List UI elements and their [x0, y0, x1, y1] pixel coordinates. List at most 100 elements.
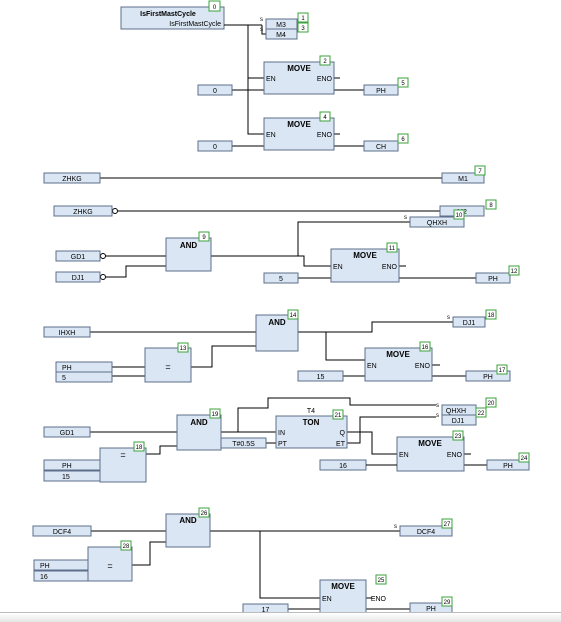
index-badge-label: 21 — [335, 413, 342, 419]
index-badge-label: 18 — [136, 445, 143, 451]
input-ihxh[interactable]: IHXH — [43, 326, 91, 338]
index-badge-label: 25 — [378, 578, 385, 584]
negation-circle — [100, 253, 106, 259]
move-block-title: MOVE — [418, 439, 442, 448]
input-5[interactable]: 5 — [55, 371, 113, 383]
move-input-value: 0 — [213, 88, 217, 95]
move-output-ph[interactable]: PH — [475, 272, 511, 284]
move-input-0[interactable]: 0 — [197, 84, 233, 96]
horizontal-scrollbar[interactable] — [0, 612, 561, 622]
and-block-26[interactable]: AND — [165, 513, 211, 548]
index-badge-label: 13 — [180, 346, 187, 352]
index-badge-label: 0 — [213, 5, 217, 11]
input-gd1[interactable]: GD1 — [43, 426, 91, 438]
index-badge-label: 8 — [489, 203, 493, 209]
input-label: GD1 — [71, 254, 86, 261]
coil-m3[interactable]: M3 — [265, 18, 298, 30]
coil-dj1-set[interactable]: DJ1 — [452, 316, 486, 328]
index-badge — [287, 309, 299, 320]
and-block-title: AND — [180, 241, 198, 250]
move-output-ph[interactable]: PH — [465, 370, 511, 382]
move-output-ch[interactable]: CH — [363, 140, 399, 152]
en-pin: EN — [266, 76, 276, 83]
move-output-ph[interactable]: PH — [363, 84, 399, 96]
coil-m4[interactable]: M4 — [265, 28, 298, 40]
input-zhkg[interactable]: ZHKG — [43, 172, 101, 184]
compare-block-28[interactable]: = — [87, 546, 133, 582]
index-badge — [397, 133, 409, 144]
move-input-5[interactable]: 5 — [263, 272, 299, 284]
rung-zhkg-m1: ZHKG M1 7 — [43, 165, 486, 184]
index-badge-label: 28 — [123, 544, 130, 550]
ton-timer-block[interactable]: TON IN PT Q ET — [275, 415, 348, 449]
first-mast-cycle-block[interactable]: IsFirstMastCycle IsFirstMastCycle — [120, 6, 225, 30]
index-badge — [474, 165, 486, 176]
and-block-title: AND — [268, 318, 286, 327]
coil-dj1-reset[interactable]: DJ1 — [441, 414, 477, 426]
move-block-2[interactable]: MOVE EN ENO — [263, 61, 335, 95]
move-input-15[interactable]: 15 — [297, 370, 344, 382]
input-15[interactable]: 15 — [43, 470, 101, 482]
input-ph[interactable]: PH — [43, 459, 101, 471]
input-16[interactable]: 16 — [33, 570, 91, 582]
input-label: PH — [62, 365, 72, 372]
move-output-ph[interactable]: PH — [486, 459, 530, 471]
index-badge — [375, 574, 387, 585]
set-mark: s — [260, 27, 263, 33]
move-block-title: MOVE — [386, 350, 410, 359]
move-input-0[interactable]: 0 — [197, 140, 233, 152]
move-block-title: MOVE — [287, 64, 311, 73]
ton-preset-time[interactable]: T#0.5S — [220, 437, 267, 449]
coil-dcf4-set[interactable]: DCF4 — [399, 525, 453, 537]
input-label: ZHKG — [73, 209, 92, 216]
set-mark: s — [447, 315, 450, 321]
ton-q-pin: Q — [340, 430, 346, 437]
index-badge — [209, 408, 221, 419]
move-block-16[interactable]: MOVE EN ENO — [364, 347, 433, 382]
input-ph[interactable]: PH — [33, 559, 91, 571]
index-badge-label: 14 — [290, 313, 297, 319]
index-badge — [297, 12, 309, 23]
index-badge-label: 29 — [444, 600, 451, 606]
input-dcf4[interactable]: DCF4 — [32, 525, 92, 537]
move-input-16[interactable]: 16 — [319, 459, 367, 471]
negation-circle — [100, 274, 106, 280]
input-dj1[interactable]: DJ1 — [55, 271, 101, 283]
index-badge-label: 2 — [323, 59, 327, 65]
en-pin: EN — [322, 596, 332, 603]
en-pin: EN — [333, 264, 343, 271]
move-output-label: PH — [503, 463, 513, 470]
index-badge — [453, 209, 465, 220]
index-badge — [419, 341, 431, 352]
and-block-14[interactable]: AND — [255, 314, 299, 352]
and-block-title: AND — [179, 516, 197, 525]
move-block-23[interactable]: MOVE EN ENO — [396, 436, 465, 472]
move-output-label: PH — [483, 374, 493, 381]
input-zhkg[interactable]: ZHKG — [53, 205, 113, 217]
coil-m1[interactable]: M1 — [441, 172, 485, 184]
compare-block-13[interactable]: = — [144, 347, 192, 383]
move-output-label: PH — [488, 276, 498, 283]
index-badge — [297, 22, 309, 33]
move-block-title: MOVE — [353, 251, 377, 260]
coil-qhxh-reset[interactable]: QHXH — [409, 216, 465, 228]
and-block-19[interactable]: AND — [176, 414, 222, 451]
coil-label: M1 — [458, 176, 468, 183]
index-badge — [441, 518, 453, 529]
move-output-label: PH — [426, 606, 436, 613]
index-badge-label: 3 — [301, 26, 305, 32]
input-ph[interactable]: PH — [55, 361, 113, 373]
and-block-9[interactable]: AND — [165, 237, 212, 272]
index-badge — [452, 430, 464, 441]
coil-qhxh-set[interactable]: QHXH — [441, 404, 477, 416]
index-badge — [475, 407, 487, 418]
coil-label: DJ1 — [463, 320, 476, 327]
compare-block-18[interactable]: = — [99, 447, 147, 483]
index-badge-label: 19 — [212, 412, 219, 418]
move-block-25[interactable]: MOVE EN ENO — [319, 579, 387, 615]
move-block-4[interactable]: MOVE EN ENO — [263, 117, 335, 151]
input-gd1[interactable]: GD1 — [55, 250, 101, 262]
index-badge — [198, 507, 210, 518]
move-block-11[interactable]: MOVE EN ENO — [330, 248, 400, 283]
rung-gd1-timer: GD1 AND 19 PH 15 = 18 T4 TON IN PT Q — [43, 397, 530, 483]
